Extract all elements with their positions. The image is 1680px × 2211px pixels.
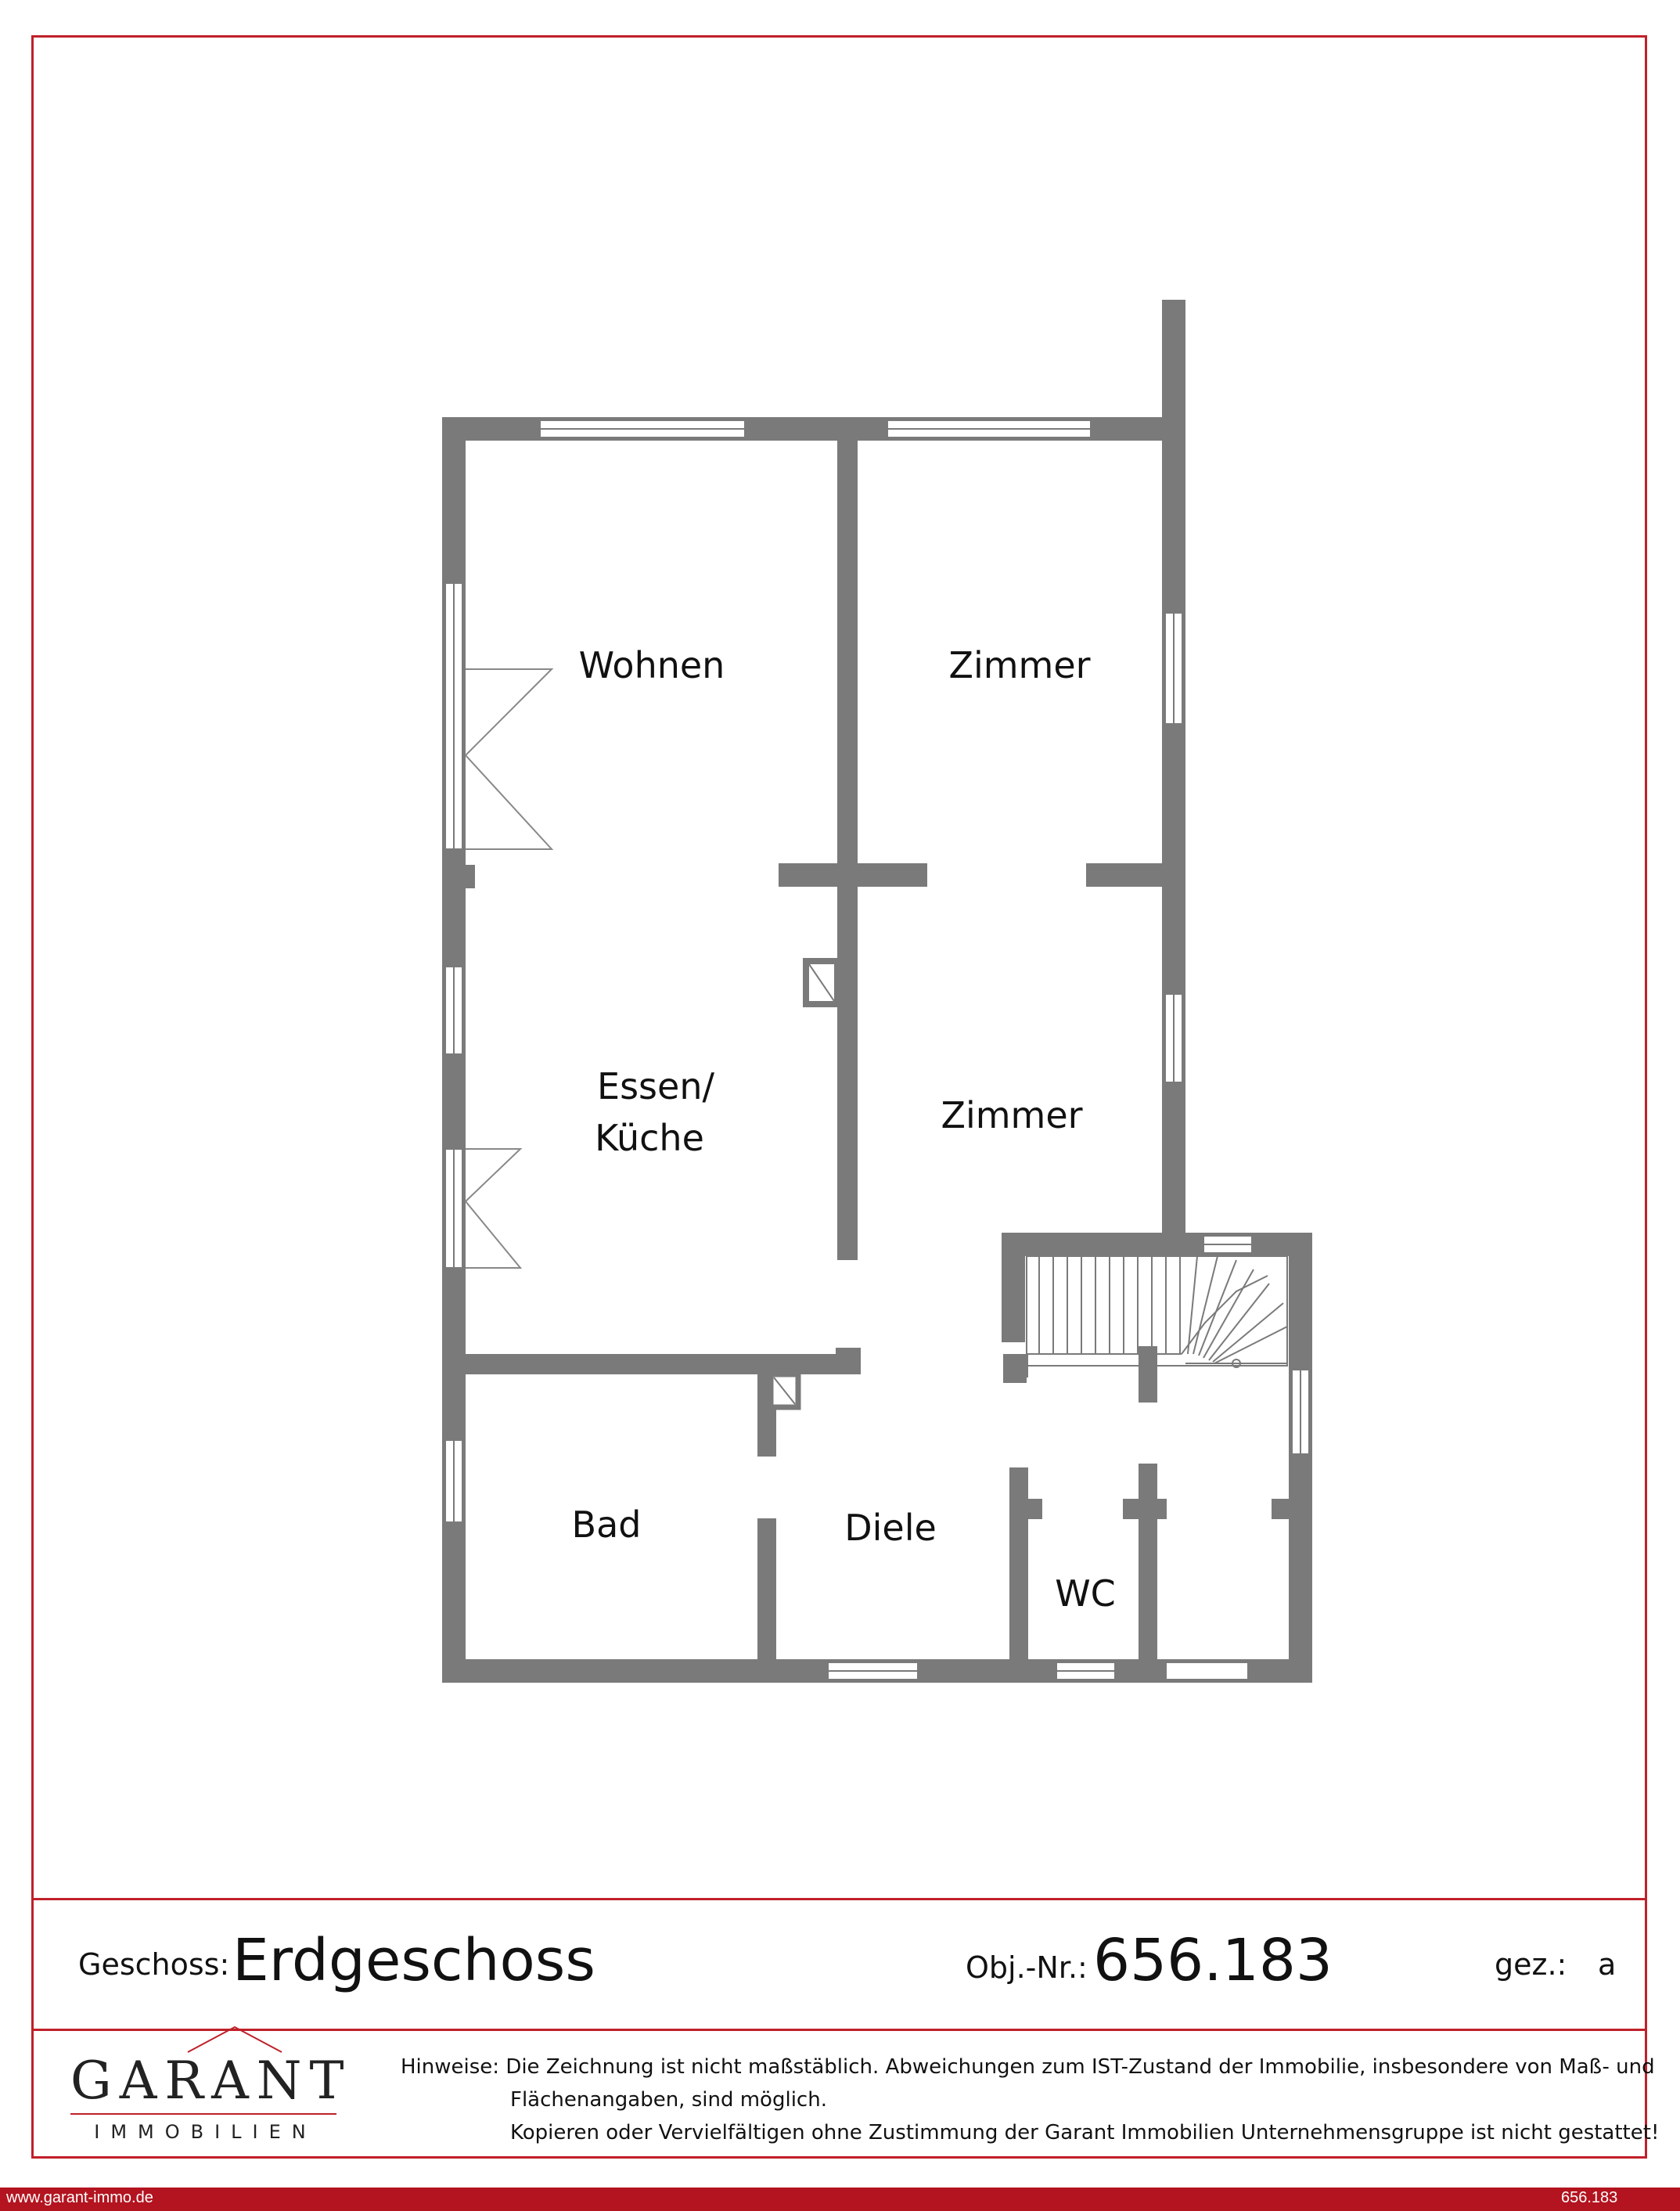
page-frame — [31, 35, 1647, 2159]
footer-number: 656.183 — [1561, 2189, 1618, 2206]
room-label-wc: WC — [1055, 1572, 1116, 1615]
divider-middle — [33, 2029, 1645, 2031]
divider-top — [33, 1898, 1645, 1900]
door-swings — [464, 668, 554, 1269]
obj-nr-value: 656.183 — [1093, 1927, 1333, 1994]
roof-icon — [187, 2026, 282, 2053]
geschoss-label: Geschoss: — [78, 1947, 230, 1982]
room-label-kueche: Küche — [595, 1117, 704, 1159]
windows — [444, 420, 1310, 1680]
staircase — [1026, 1255, 1288, 1368]
notes-line-1: Hinweise: Die Zeichnung ist nicht maßstä… — [401, 2051, 1655, 2083]
notes-text-1: Die Zeichnung ist nicht maßstäblich. Abw… — [505, 2055, 1655, 2079]
room-labels: Wohnen Zimmer Essen/ Küche Zimmer Bad Di… — [572, 644, 1116, 1615]
notes-text-2: Flächenangaben, sind möglich. — [510, 2088, 827, 2112]
room-label-zimmer-2: Zimmer — [941, 1094, 1082, 1136]
footer-bar — [0, 2188, 1680, 2211]
notes-text-3: Kopieren oder Vervielfältigen ohne Zusti… — [510, 2121, 1660, 2144]
walls — [442, 300, 1312, 1683]
gez-value: a — [1598, 1947, 1617, 1982]
title-block: Geschoss: Erdgeschoss Obj.-Nr.: 656.183 … — [33, 1900, 1645, 2026]
notes: Hinweise: Die Zeichnung ist nicht maßstä… — [401, 2051, 1660, 2149]
room-label-bad: Bad — [572, 1503, 642, 1546]
room-label-diele: Diele — [844, 1507, 937, 1549]
room-label-wohnen: Wohnen — [579, 644, 725, 686]
room-label-zimmer-1: Zimmer — [948, 644, 1090, 686]
room-label-essen: Essen/ — [597, 1065, 714, 1107]
window-sills — [453, 428, 1301, 1672]
geschoss-value: Erdgeschoss — [232, 1927, 595, 1994]
obj-nr-label: Obj.-Nr.: — [966, 1950, 1088, 1985]
logo-name: GARANT — [70, 2051, 352, 2111]
logo-subtitle: IMMOBILIEN — [94, 2121, 317, 2143]
chimneys — [768, 958, 840, 1410]
garant-logo: GARANT IMMOBILIEN — [70, 2026, 352, 2152]
footer-url[interactable]: www.garant-immo.de — [6, 2189, 153, 2206]
floor-plan: Wohnen Zimmer Essen/ Küche Zimmer Bad Di… — [442, 300, 1312, 1683]
notes-label: Hinweise: — [401, 2055, 500, 2079]
gez-label: gez.: — [1495, 1947, 1567, 1982]
logo-line — [70, 2113, 336, 2115]
